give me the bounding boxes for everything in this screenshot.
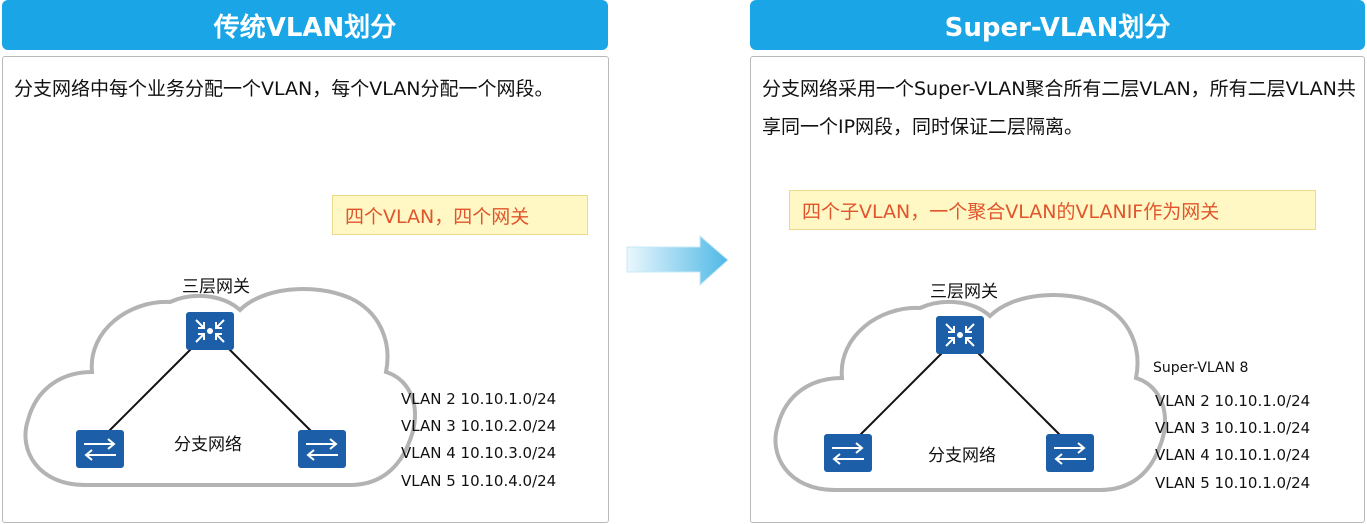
left-vlan-item: VLAN 5 10.10.4.0/24 <box>401 472 557 490</box>
right-switch-icon-2 <box>1046 434 1094 472</box>
right-switch-icon-1 <box>824 434 872 472</box>
right-link-2 <box>969 344 1071 446</box>
left-vlan-item: VLAN 3 10.10.2.0/24 <box>401 417 557 435</box>
left-link-2 <box>219 339 321 441</box>
right-router-icon <box>936 316 984 354</box>
left-gateway-label: 三层网关 <box>182 277 250 297</box>
left-panel-title: 传统VLAN划分 <box>2 0 608 50</box>
left-note: 四个VLAN，四个网关 <box>332 195 588 235</box>
left-description: 分支网络中每个业务分配一个VLAN，每个VLAN分配一个网段。 <box>14 78 554 100</box>
left-vlan-item: VLAN 2 10.10.1.0/24 <box>401 390 557 408</box>
left-switch-icon-2 <box>298 430 346 468</box>
right-vlan-item: VLAN 2 10.10.1.0/24 <box>1155 392 1311 410</box>
right-network-label: 分支网络 <box>928 446 996 466</box>
right-arrow-icon <box>626 234 729 287</box>
right-link-1 <box>849 344 951 446</box>
right-gateway-label: 三层网关 <box>930 282 998 302</box>
right-vlan-item: VLAN 5 10.10.1.0/24 <box>1155 474 1311 492</box>
right-vlan-item: VLAN 3 10.10.1.0/24 <box>1155 419 1311 437</box>
left-link-1 <box>99 339 201 441</box>
right-panel-title: Super-VLAN划分 <box>750 0 1365 50</box>
left-network-label: 分支网络 <box>174 435 242 455</box>
right-vlan-item: VLAN 4 10.10.1.0/24 <box>1155 446 1311 464</box>
left-router-icon <box>186 312 234 350</box>
left-vlan-item: VLAN 4 10.10.3.0/24 <box>401 444 557 462</box>
left-switch-icon-1 <box>76 430 124 468</box>
right-note: 四个子VLAN，一个聚合VLAN的VLANIF作为网关 <box>789 190 1316 230</box>
right-description: 分支网络采用一个Super-VLAN聚合所有二层VLAN，所有二层VLAN共享同… <box>762 78 1356 138</box>
right-super-vlan-label: Super-VLAN 8 <box>1153 360 1249 376</box>
